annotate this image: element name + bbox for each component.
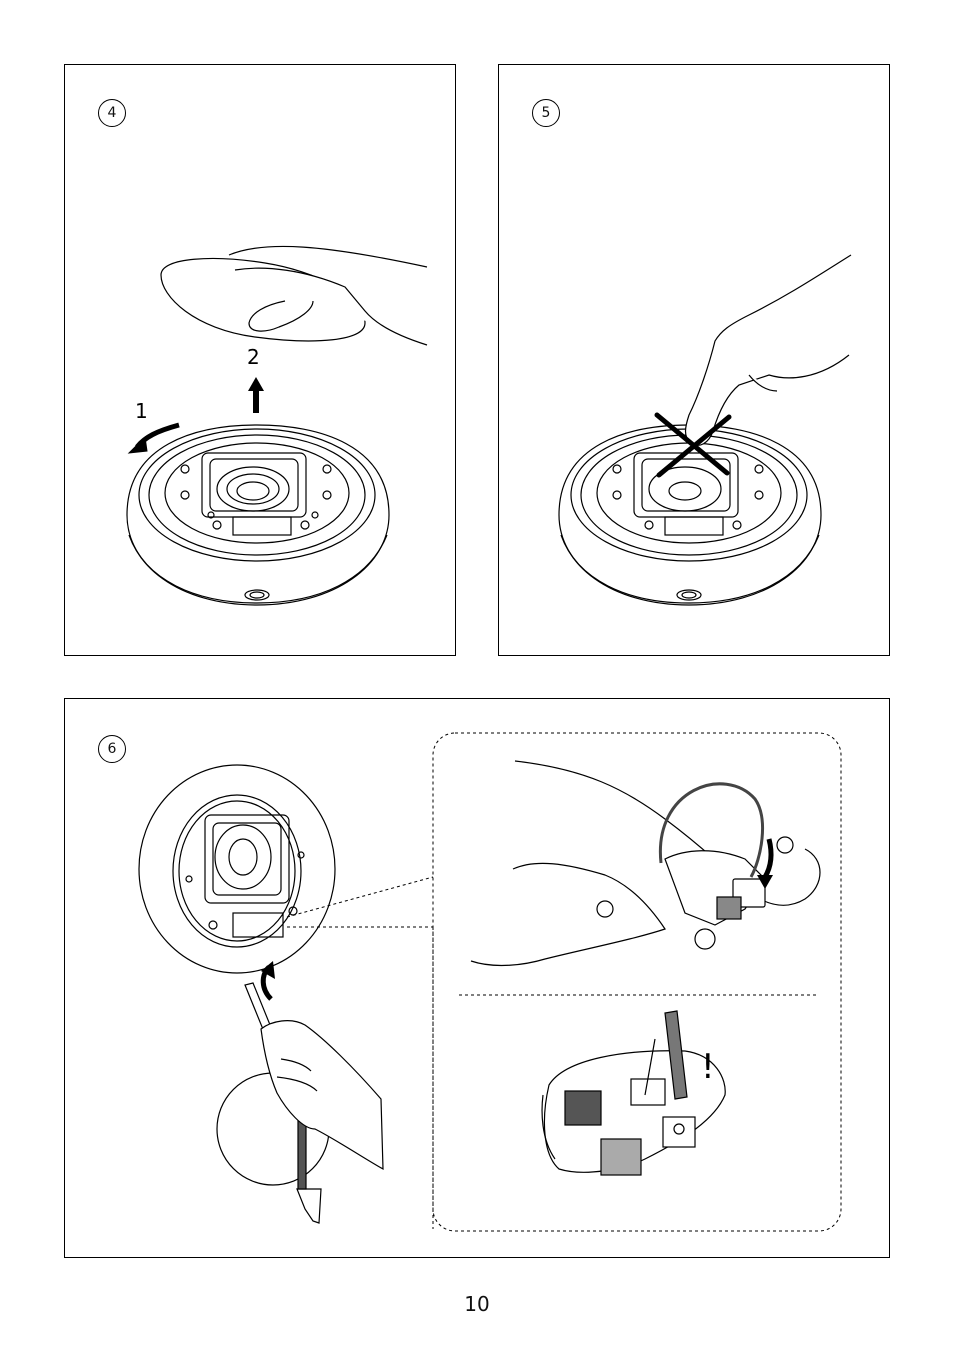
rotate-step-label: 1 [135,399,148,423]
panel-step-4: 4 [64,64,456,656]
hand-icon [161,246,427,345]
lift-step-label: 2 [247,345,260,369]
speaker-icon [139,765,335,973]
panel-step-5: 5 [498,64,890,656]
speaker-removal-illustration [65,65,457,657]
finger-icon [686,255,852,445]
speaker-icon [127,425,389,605]
connector-icon [542,1011,725,1175]
panel-step-6: 6 [64,698,890,1258]
wire-disconnect-illustration [65,699,891,1259]
page-number: 10 [0,1292,954,1316]
warning-label: ! [701,1047,715,1087]
do-not-touch-illustration [499,65,891,657]
wire-icon [471,761,820,965]
